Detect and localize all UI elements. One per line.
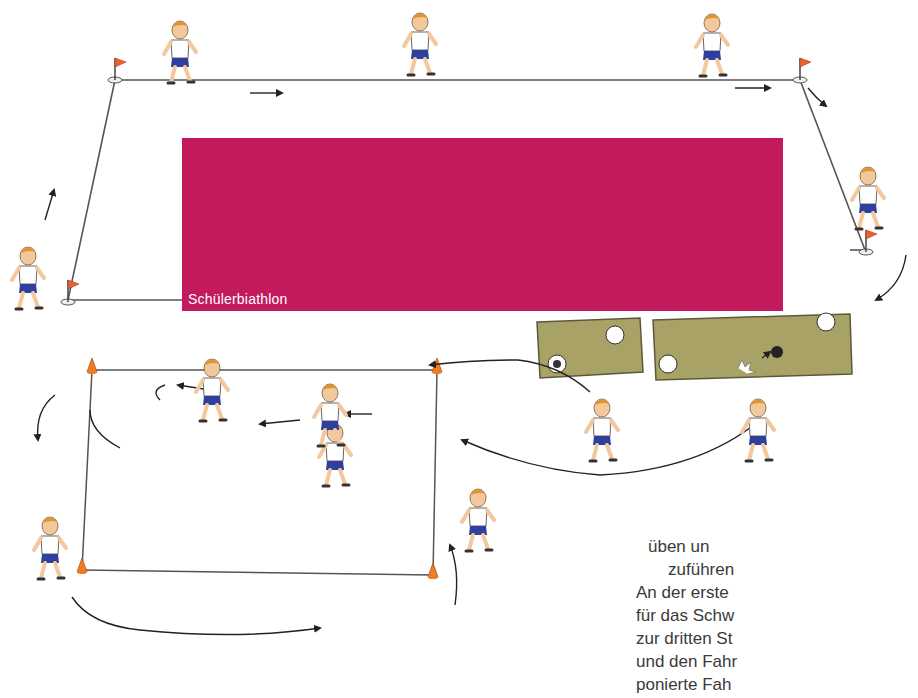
target-boards	[537, 313, 852, 380]
body-text-line: und den Fahr	[636, 652, 737, 672]
band-title: Schülerbiathlon	[188, 291, 288, 307]
body-text-line: für das Schw	[636, 606, 734, 626]
body-text-line: zuführen	[668, 560, 734, 580]
body-text-line: An der erste	[636, 583, 729, 603]
penalty-loop	[82, 370, 437, 575]
runners	[12, 13, 884, 579]
title-band: Schülerbiathlon	[182, 138, 783, 311]
body-text-line: üben un	[648, 537, 709, 557]
body-text-line: zur dritten St	[636, 629, 732, 649]
penalty-cones	[77, 358, 442, 579]
body-text-line: ponierte Fah	[636, 675, 731, 695]
movement-arrows	[38, 88, 906, 635]
